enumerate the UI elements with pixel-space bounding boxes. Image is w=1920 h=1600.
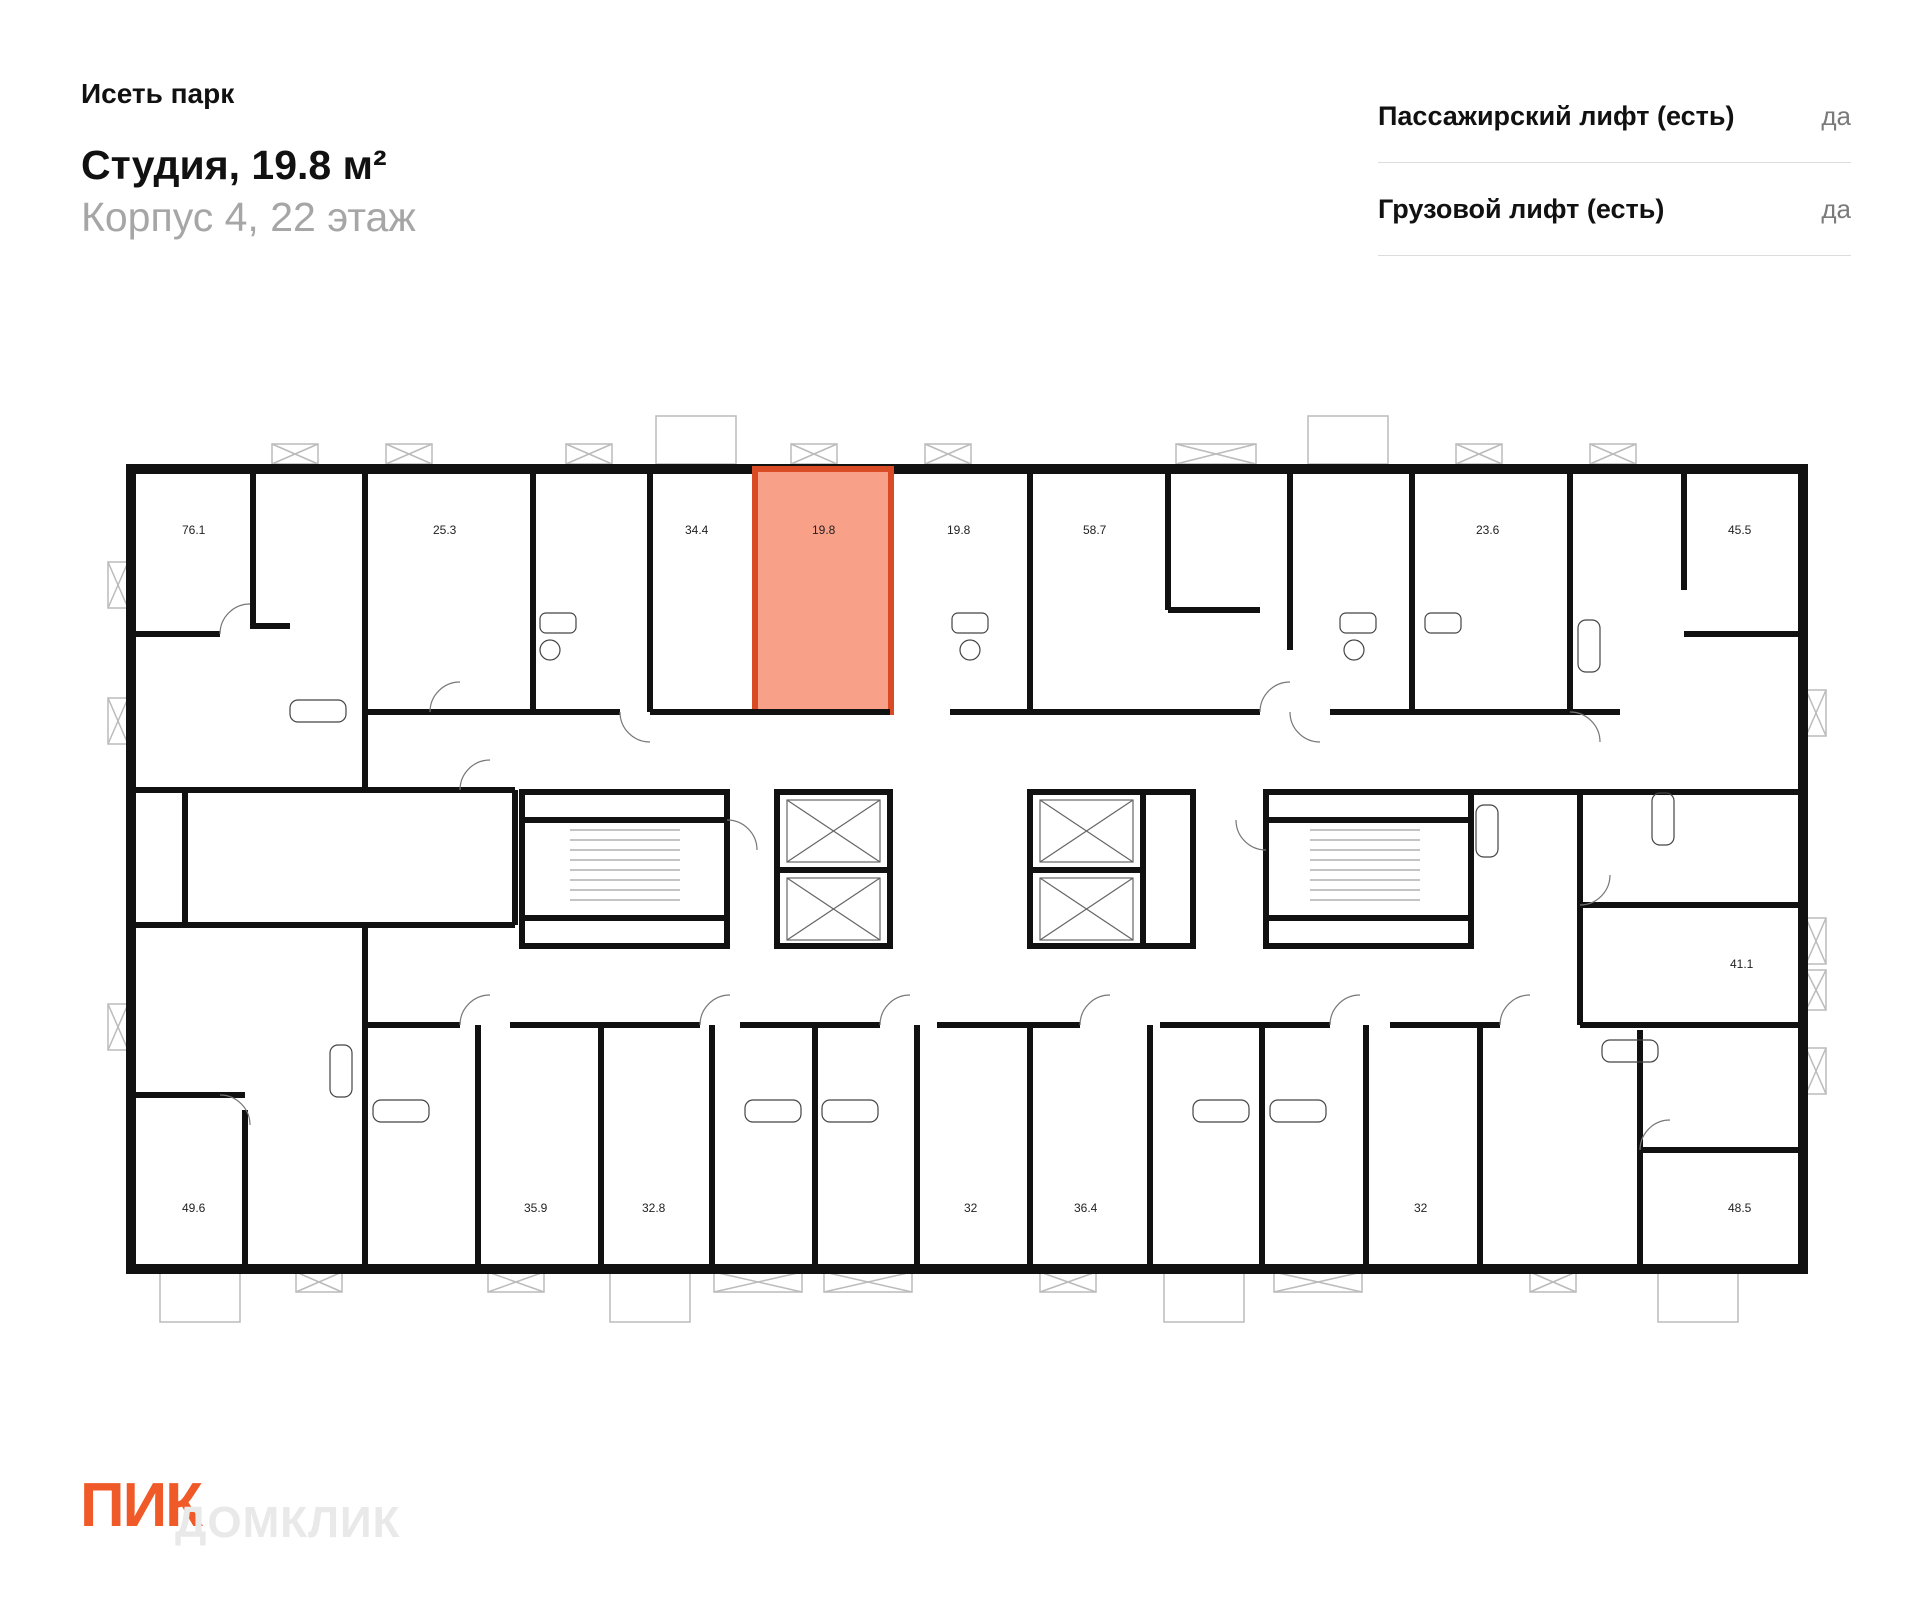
room-label: 34.4 — [685, 523, 709, 537]
room-label: 45.5 — [1728, 523, 1752, 537]
room-label: 32.8 — [642, 1201, 666, 1215]
pik-logo: ПИК ДОМКЛИК — [80, 1471, 399, 1548]
room-label: 48.5 — [1728, 1201, 1752, 1215]
room-label: 35.9 — [524, 1201, 548, 1215]
room-label: 32 — [1414, 1201, 1428, 1215]
room-label: 58.7 — [1083, 523, 1107, 537]
apartment-subtitle: Корпус 4, 22 этаж — [81, 194, 416, 240]
spec-passenger-lift: Пассажирский лифт (есть) да — [1378, 70, 1851, 163]
bottom-windows — [159, 1271, 1739, 1323]
room-label: 19.8 — [812, 523, 836, 537]
room-label: 25.3 — [433, 523, 457, 537]
spec-freight-lift: Грузовой лифт (есть) да — [1378, 163, 1851, 256]
bathroom-fixtures — [289, 612, 1675, 1123]
project-name: Исеть парк — [81, 78, 235, 109]
brand-text: ПИК — [80, 1471, 203, 1540]
top-windows — [271, 415, 1637, 465]
watermark-text: ДОМКЛИК — [175, 1498, 401, 1547]
spec-value: да — [1821, 193, 1851, 224]
room-label: 76.1 — [182, 523, 206, 537]
room-labels: 76.1 25.3 34.4 19.8 19.8 58.7 23.6 45.5 … — [182, 523, 1754, 1215]
apartment-title: Студия, 19.8 м² — [81, 142, 387, 188]
interior-walls — [131, 469, 1803, 1269]
spec-label: Пассажирский лифт (есть) — [1378, 100, 1735, 131]
room-label: 41.1 — [1730, 957, 1754, 971]
room-label: 23.6 — [1476, 523, 1500, 537]
stairs — [570, 829, 1420, 901]
header: Исеть парк Студия, 19.8 м² Корпус 4, 22 … — [81, 78, 416, 240]
room-label: 19.8 — [947, 523, 971, 537]
spec-label: Грузовой лифт (есть) — [1378, 193, 1665, 224]
specs-list: Пассажирский лифт (есть) да Грузовой лиф… — [1378, 70, 1851, 256]
exterior-walls — [126, 464, 1808, 1274]
room-label: 36.4 — [1074, 1201, 1098, 1215]
door-swings — [219, 603, 1671, 1151]
room-label: 32 — [964, 1201, 978, 1215]
spec-value: да — [1821, 100, 1851, 131]
room-label: 49.6 — [182, 1201, 206, 1215]
highlighted-apartment — [752, 466, 894, 715]
elevator-shafts — [786, 799, 1134, 941]
